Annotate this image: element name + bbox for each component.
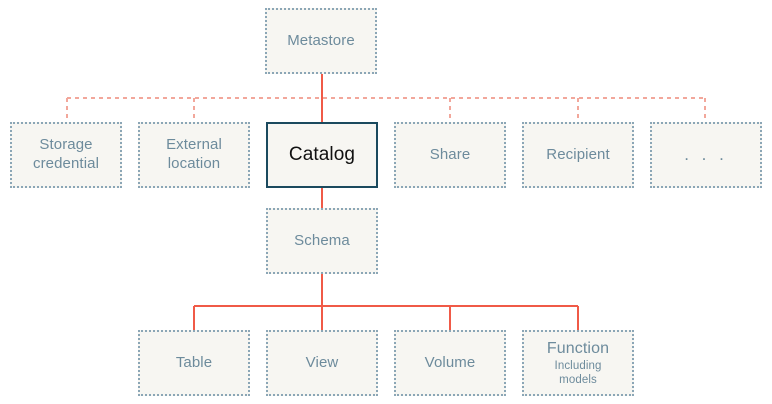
node-metastore-label: Metastore [287, 31, 355, 49]
node-recipient-label: Recipient [546, 145, 610, 163]
node-catalog[interactable]: Catalog [266, 122, 378, 188]
node-function-sublabel: Including models [554, 359, 602, 386]
node-schema[interactable]: Schema [266, 208, 378, 274]
node-function-label: Function [546, 339, 610, 357]
node-volume[interactable]: Volume [394, 330, 506, 396]
node-more[interactable]: . . . [650, 122, 762, 188]
node-share[interactable]: Share [394, 122, 506, 188]
node-storage-credential-label: Storage credential [32, 136, 100, 172]
node-more-label: . . . [684, 145, 728, 165]
node-table-label: Table [175, 353, 213, 371]
node-recipient[interactable]: Recipient [522, 122, 634, 188]
node-view-label: View [305, 353, 339, 371]
node-external-location[interactable]: External location [138, 122, 250, 188]
node-metastore[interactable]: Metastore [265, 8, 377, 74]
node-function[interactable]: Function Including models [522, 330, 634, 396]
node-catalog-label: Catalog [288, 144, 356, 166]
node-external-location-label: External location [166, 136, 222, 172]
node-view[interactable]: View [266, 330, 378, 396]
node-storage-credential[interactable]: Storage credential [10, 122, 122, 188]
node-share-label: Share [429, 145, 471, 163]
node-volume-label: Volume [424, 353, 476, 371]
node-schema-label: Schema [294, 231, 350, 249]
node-table[interactable]: Table [138, 330, 250, 396]
